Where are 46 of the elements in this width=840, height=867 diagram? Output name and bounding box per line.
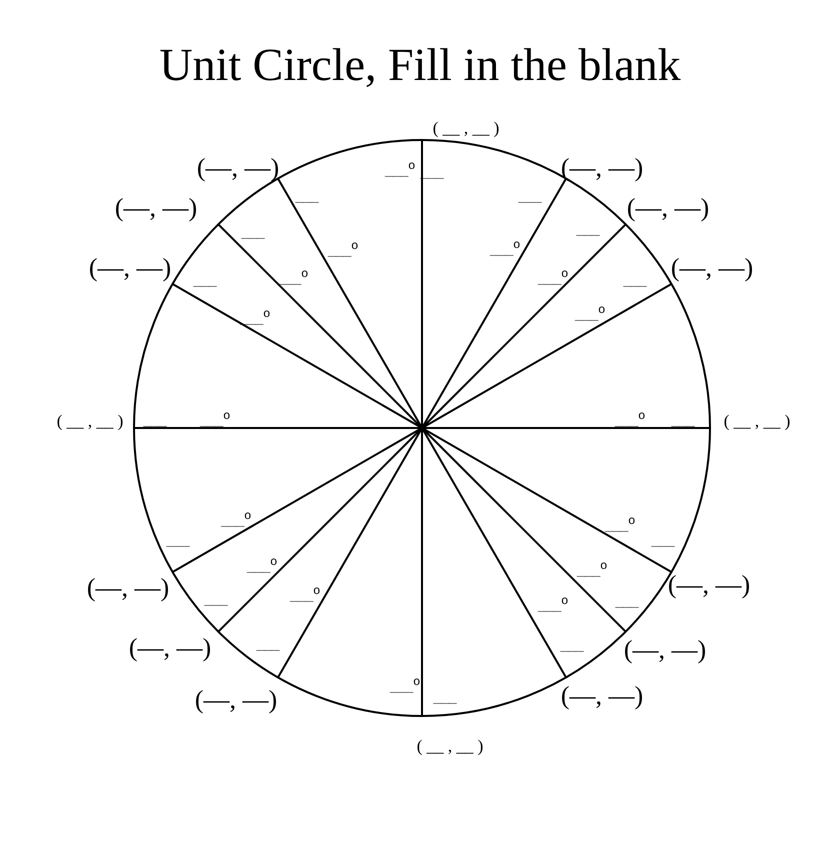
coordinate-blank: (—, —) <box>114 195 198 221</box>
coordinate-blank: (—, —) <box>668 572 750 598</box>
degree-blank: ___$^{o}$ <box>490 238 520 256</box>
radian-blank: ___ <box>204 592 228 606</box>
radian-blank: ___ <box>193 273 217 287</box>
radian-blank: ___ <box>256 637 280 651</box>
radian-blank: ___ <box>518 189 542 203</box>
radian-blank: ___ <box>560 638 584 652</box>
radian-blank: ___ <box>143 413 167 427</box>
radian-blank: ___ <box>295 189 319 203</box>
radian-blank: ___ <box>166 533 190 547</box>
degree-blank: ___$^{o}$ <box>538 267 568 285</box>
coordinate-blank: (—, —) <box>670 255 754 281</box>
coordinate-blank: (—, —) <box>88 255 172 281</box>
degree-blank: ___$^{o}$ <box>574 303 606 321</box>
title: Unit Circle, Fill in the blank <box>158 38 682 91</box>
radian-blank: ___ <box>671 413 695 427</box>
radian-blank: ___ <box>623 273 647 287</box>
coordinate-blank: (—, —) <box>196 155 280 181</box>
degree-blank: ___$^{o}$ <box>328 239 358 257</box>
degree-blank: ___$^{o}$ <box>290 584 320 602</box>
coordinate-blank: (—, —) <box>194 687 278 713</box>
coordinate-blank: ( __ , __ ) <box>56 412 124 430</box>
degree-blank: ___$^{o}$ <box>220 509 252 527</box>
degree-blank: ___$^{o}$ <box>614 409 646 427</box>
radian-blank: ___ <box>433 690 457 704</box>
coordinate-blank: (—, —) <box>560 683 644 709</box>
degree-blank: ___$^{o}$ <box>390 675 420 693</box>
degree-blank: ___$^{o}$ <box>538 594 568 612</box>
radian-blank: ___ <box>651 533 675 547</box>
radian-blank: ___ <box>241 225 265 239</box>
degree-blank: ___$^{o}$ <box>384 159 416 177</box>
degree-blank: ___$^{o}$ <box>278 267 308 285</box>
coordinate-blank: (—, —) <box>626 195 710 221</box>
degree-blank: ___$^{o}$ <box>246 555 278 573</box>
coordinate-blank: ( __ , __ ) <box>416 738 484 754</box>
degree-blank: ___$^{o}$ <box>576 559 608 577</box>
coordinate-blank: (—, —) <box>86 575 170 601</box>
coordinate-blank: ( __ , __ ) <box>432 120 500 136</box>
coordinate-blank: ( __ , __ ) <box>724 412 790 430</box>
coordinate-blank: (—, —) <box>624 637 706 663</box>
coordinate-blank: (—, —) <box>128 635 212 661</box>
radian-blank: ___ <box>615 594 639 608</box>
degree-blank: ___$^{o}$ <box>604 514 636 532</box>
degree-blank: ___$^{o}$ <box>200 409 230 427</box>
radian-blank: ___ <box>576 222 600 236</box>
